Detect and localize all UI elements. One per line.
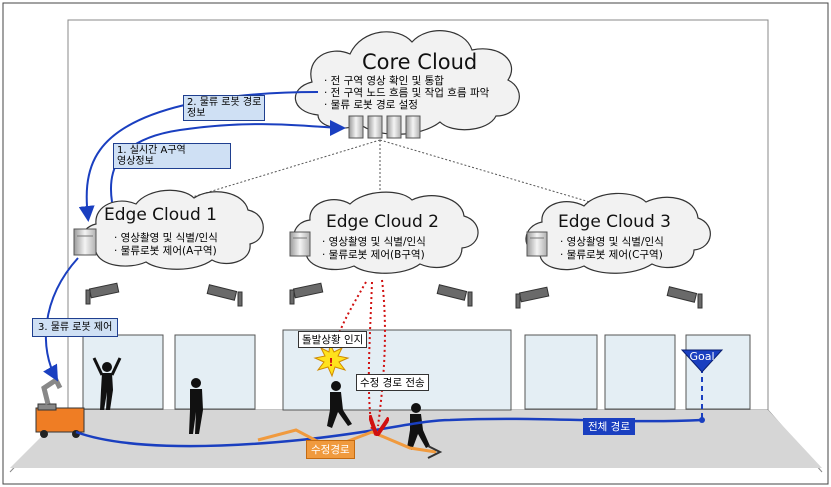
goal-flag-icon: Goal	[680, 349, 724, 373]
edge-cloud-3-title: Edge Cloud 3	[558, 212, 671, 232]
logistics-robot-icon	[35, 376, 85, 438]
step1-label: 1. 실시간 A구역 영상정보	[113, 143, 231, 169]
sudden-event-label: 돌발상황 인지	[298, 331, 368, 348]
edge-server-3-icon	[526, 231, 548, 257]
cctv-camera-1-icon	[85, 282, 120, 305]
cctv-camera-6-icon	[666, 286, 703, 309]
modified-route-label: 수정경로	[306, 440, 355, 459]
edge-cloud-1-bullet-1: · 영상촬영 및 식별/인식	[114, 232, 218, 244]
edge-server-2-icon	[289, 231, 311, 257]
cctv-camera-3-icon	[289, 282, 324, 305]
edge-cloud-2-shape	[293, 191, 479, 274]
cctv-camera-2-icon	[206, 284, 243, 307]
step1-line2: 영상정보	[117, 156, 154, 167]
goal-label: Goal	[689, 350, 714, 363]
core-servers-icon	[348, 115, 421, 139]
step1-line1: 1. 실시간 A구역	[117, 145, 186, 156]
edge-cloud-2-bullet-1: · 영상촬영 및 식별/인식	[322, 236, 426, 248]
warning-mark: !	[328, 356, 333, 369]
step3-label: 3. 물류 로봇 제어	[32, 318, 119, 337]
arrow-step1	[109, 119, 346, 203]
route-end-arrow-icon	[427, 445, 443, 459]
core-cloud-bullet-2: · 전 구역 노드 흐름 및 작업 흐름 파악	[324, 87, 490, 99]
core-cloud-title: Core Cloud	[362, 50, 478, 74]
full-route-label: 전체 경로	[583, 418, 635, 435]
warehouse-blocks	[82, 329, 751, 411]
person-2-icon	[189, 378, 203, 434]
edge-cloud-3-shape	[525, 192, 711, 274]
step2-line2: 정보	[187, 108, 206, 119]
core-cloud-bullet-3: · 물류 로봇 경로 설정	[324, 99, 418, 111]
edge-cloud-1-shape	[81, 189, 264, 270]
core-cloud-bullet-1: · 전 구역 영상 확인 및 통합	[324, 75, 444, 87]
edge-cloud-3-bullet-2: · 물류로봇 제어(C구역)	[560, 249, 663, 261]
person-1-icon	[92, 357, 122, 410]
warning-burst-icon: !	[313, 342, 350, 378]
edge-cloud-1-title: Edge Cloud 1	[104, 205, 217, 225]
edge-cloud-3-bullet-1: · 영상촬영 및 식별/인식	[560, 236, 664, 248]
step2-label: 2. 물류 로봇 경로 정보	[183, 95, 266, 121]
arrow-step2	[78, 91, 319, 222]
cctv-camera-4-icon	[436, 284, 473, 307]
modified-route-send-label: 수정 경로 전송	[356, 374, 429, 391]
goal-point	[699, 417, 705, 423]
person-3-icon	[327, 381, 352, 428]
edge-cloud-2-bullet-2: · 물류로봇 제어(B구역)	[322, 249, 425, 261]
edge-server-1-icon	[73, 228, 97, 256]
edge-cloud-1-bullet-2: · 물류로봇 제어(A구역)	[114, 245, 217, 257]
step2-line1: 2. 물류 로봇 경로	[187, 97, 262, 108]
cctv-camera-5-icon	[515, 286, 550, 309]
edge-cloud-2-title: Edge Cloud 2	[326, 212, 439, 232]
